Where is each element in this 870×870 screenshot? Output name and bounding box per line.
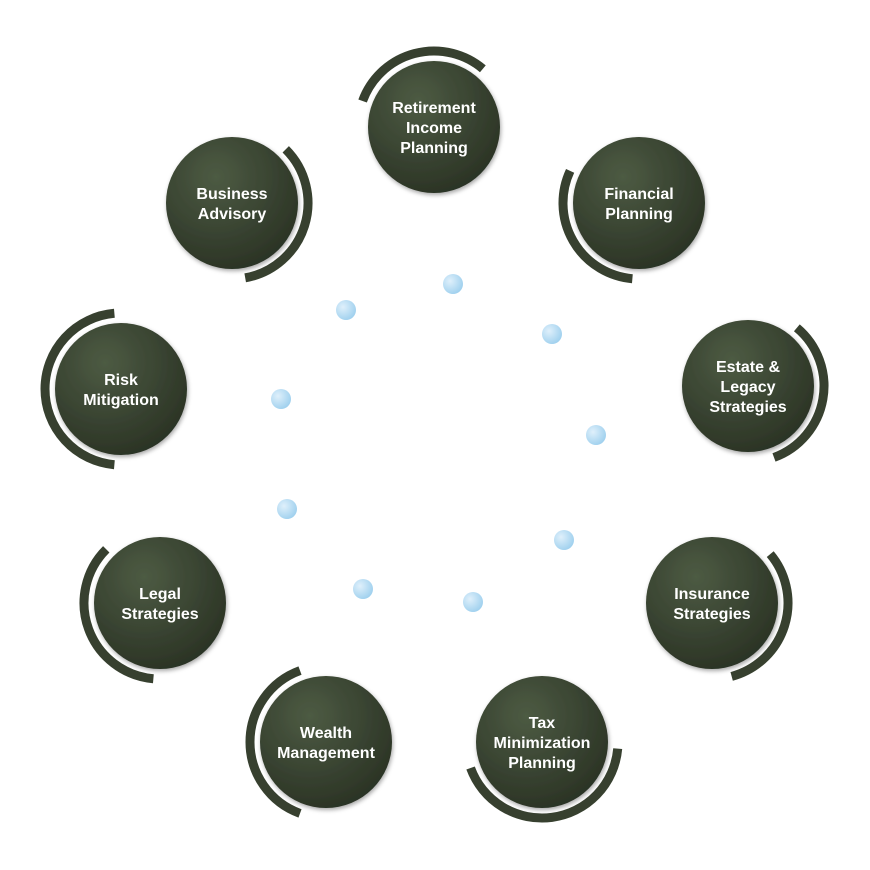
estate-legacy-strategies-label-line: Estate & bbox=[716, 359, 780, 376]
retirement-income-planning-circle bbox=[368, 61, 500, 193]
financial-planning-label-line: Planning bbox=[605, 206, 673, 223]
connector-dot bbox=[542, 324, 562, 344]
tax-minimization-planning-label-line: Minimization bbox=[494, 735, 591, 752]
estate-legacy-strategies-arc bbox=[772, 324, 829, 462]
risk-mitigation-arc bbox=[40, 308, 115, 470]
retirement-income-planning-label-line: Income bbox=[406, 120, 462, 137]
tax-minimization-planning-arc bbox=[466, 748, 623, 823]
estate-legacy-strategies-circle bbox=[682, 320, 814, 452]
connector-dot bbox=[353, 579, 373, 599]
connector-dot bbox=[443, 274, 463, 294]
risk-mitigation-label-line: Risk bbox=[104, 372, 138, 389]
connector-dot bbox=[586, 425, 606, 445]
insurance-strategies-arc bbox=[730, 551, 793, 681]
insurance-strategies-circle bbox=[646, 537, 778, 669]
business-advisory-label-line: Advisory bbox=[198, 206, 267, 223]
financial-planning-label-line: Financial bbox=[604, 186, 673, 203]
financial-planning-circle bbox=[573, 137, 705, 269]
business-advisory-circle bbox=[166, 137, 298, 269]
retirement-income-planning-label-line: Retirement bbox=[392, 100, 476, 117]
wealth-management-label-line: Management bbox=[277, 745, 375, 762]
insurance-strategies-label-line: Strategies bbox=[673, 606, 750, 623]
connector-dot bbox=[277, 499, 297, 519]
legal-strategies-label-line: Strategies bbox=[121, 606, 198, 623]
wealth-management-circle bbox=[260, 676, 392, 808]
tax-minimization-planning-circle bbox=[476, 676, 608, 808]
risk-mitigation-circle bbox=[55, 323, 187, 455]
wealth-management-label-line: Wealth bbox=[300, 725, 352, 742]
tax-minimization-planning-label-line: Planning bbox=[508, 755, 576, 772]
legal-strategies-circle bbox=[94, 537, 226, 669]
insurance-strategies-label-line: Insurance bbox=[674, 586, 750, 603]
connector-dot bbox=[554, 530, 574, 550]
estate-legacy-strategies-label-line: Strategies bbox=[709, 399, 786, 416]
connector-dot bbox=[336, 300, 356, 320]
legal-strategies-arc bbox=[79, 546, 154, 684]
retirement-income-planning-arc bbox=[358, 46, 486, 103]
tax-minimization-planning-label-line: Tax bbox=[529, 715, 555, 732]
legal-strategies-label-line: Legal bbox=[139, 586, 181, 603]
risk-mitigation-label-line: Mitigation bbox=[83, 392, 159, 409]
connector-dots-layer bbox=[271, 274, 606, 612]
financial-planning-arc bbox=[558, 168, 633, 284]
estate-legacy-strategies-label-line: Legacy bbox=[720, 379, 775, 396]
retirement-income-planning-label-line: Planning bbox=[400, 140, 468, 157]
business-advisory-label-line: Business bbox=[196, 186, 267, 203]
arcs-layer bbox=[40, 46, 829, 823]
connector-dot bbox=[271, 389, 291, 409]
business-advisory-arc bbox=[244, 146, 313, 283]
connector-dot bbox=[463, 592, 483, 612]
wealth-management-arc bbox=[245, 666, 302, 818]
